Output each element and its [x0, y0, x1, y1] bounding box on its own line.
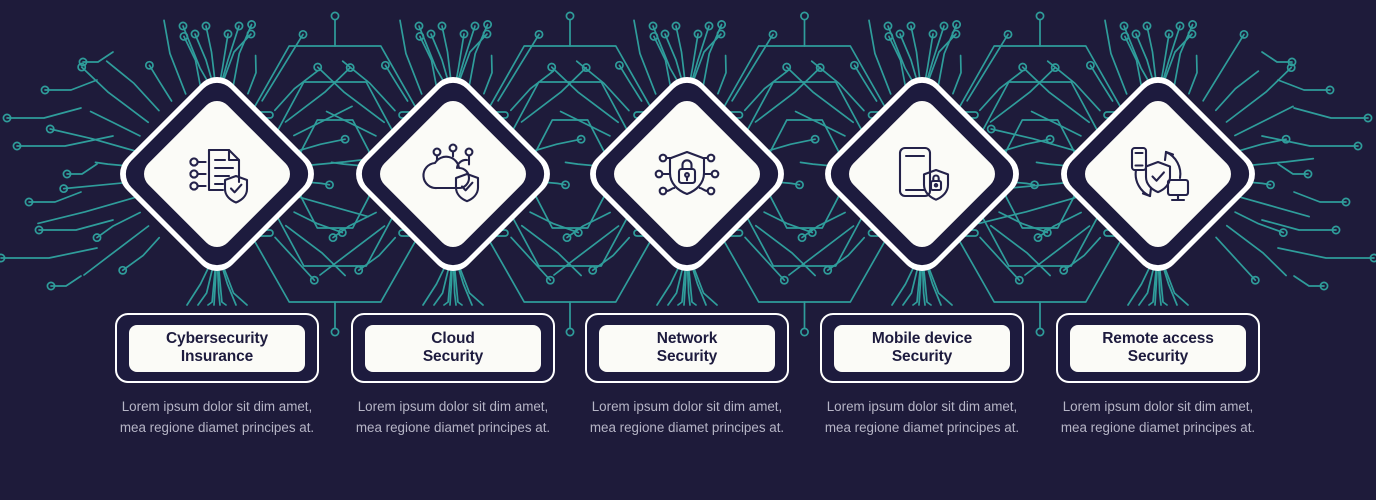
feature-card-cloud-security[interactable]: Cloud Security — [351, 313, 555, 383]
feature-caption: Lorem ipsum dolor sit dim amet, mea regi… — [119, 399, 315, 436]
feature-title: Cybersecurity Insurance — [165, 329, 269, 365]
feature-title: Mobile device Security — [871, 329, 973, 365]
feature-caption: Lorem ipsum dolor sit dim amet, mea regi… — [824, 399, 1020, 436]
feature-title: Network Security — [656, 329, 718, 365]
feature-caption: Lorem ipsum dolor sit dim amet, mea regi… — [1060, 399, 1256, 436]
diamond-badge-network-security[interactable] — [580, 67, 794, 281]
document-checklist-shield-icon — [179, 136, 255, 212]
cloud-shield-check-icon — [415, 136, 491, 212]
feature-card-inner: Cloud Security — [365, 324, 541, 372]
feature-card-inner: Cybersecurity Insurance — [129, 324, 305, 372]
feature-card-inner: Network Security — [599, 324, 775, 372]
feature-title: Remote access Security — [1102, 329, 1214, 365]
feature-card-network-security[interactable]: Network Security — [585, 313, 789, 383]
diamond-badge-remote-access-security[interactable] — [1051, 67, 1265, 281]
feature-caption: Lorem ipsum dolor sit dim amet, mea regi… — [355, 399, 551, 436]
feature-title: Cloud Security — [422, 329, 484, 365]
feature-caption: Lorem ipsum dolor sit dim amet, mea regi… — [589, 399, 785, 436]
smartphone-shield-lock-icon — [884, 136, 960, 212]
feature-card-inner: Remote access Security — [1070, 324, 1246, 372]
diamond-badge-mobile-device-security[interactable] — [815, 67, 1029, 281]
diamond-badge-cybersecurity-insurance[interactable] — [110, 67, 324, 281]
feature-card-remote-access-security[interactable]: Remote access Security — [1056, 313, 1260, 383]
remote-sync-shield-icon — [1120, 136, 1196, 212]
feature-card-mobile-device-security[interactable]: Mobile device Security — [820, 313, 1024, 383]
feature-card-cybersecurity-insurance[interactable]: Cybersecurity Insurance — [115, 313, 319, 383]
diamond-badge-cloud-security[interactable] — [346, 67, 560, 281]
feature-card-inner: Mobile device Security — [834, 324, 1010, 372]
network-shield-lock-icon — [649, 136, 725, 212]
